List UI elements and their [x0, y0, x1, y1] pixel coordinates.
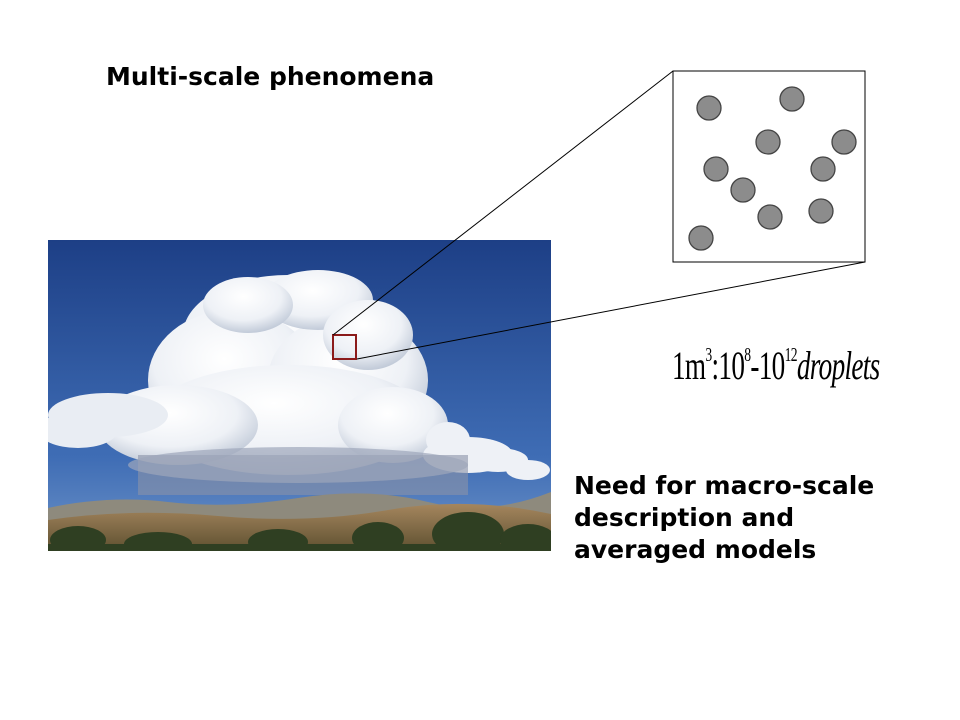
formula-high-base: 10	[758, 343, 786, 388]
formula-separator: :	[711, 343, 720, 388]
droplet-icon	[831, 129, 857, 155]
caption-line: Need for macro-scale	[574, 471, 875, 500]
droplet-icon	[703, 156, 729, 182]
droplet-icon	[779, 86, 805, 112]
droplet-icon	[757, 204, 783, 230]
caption: Need for macro-scale description and ave…	[574, 470, 934, 565]
zoom-line-bottom	[356, 261, 866, 360]
caption-line: averaged models	[574, 534, 817, 564]
formula-word: droplets	[796, 343, 880, 388]
slide-title: Multi-scale phenomena	[106, 62, 435, 91]
droplet-icon	[696, 95, 722, 121]
cloud-photo	[48, 240, 551, 551]
droplet-icon	[755, 129, 781, 155]
formula-low-exponent: 8	[744, 344, 751, 366]
droplet-density-formula: 1m3:108-1012droplets	[672, 342, 880, 389]
droplet-icon	[688, 225, 714, 251]
formula-base-unit: 1m	[672, 343, 706, 388]
formula-unit-exponent: 3	[705, 344, 712, 366]
caption-line: description and	[574, 502, 795, 532]
zoom-line-top	[332, 70, 674, 336]
formula-high-exponent: 12	[784, 344, 798, 366]
formula-dash: -	[750, 343, 759, 388]
droplet-icon	[810, 156, 836, 182]
droplet-icon	[808, 198, 834, 224]
cumulus-cloud-image	[48, 240, 551, 551]
droplet-icon	[730, 177, 756, 203]
selection-box	[332, 334, 357, 360]
formula-low-base: 10	[718, 343, 745, 388]
